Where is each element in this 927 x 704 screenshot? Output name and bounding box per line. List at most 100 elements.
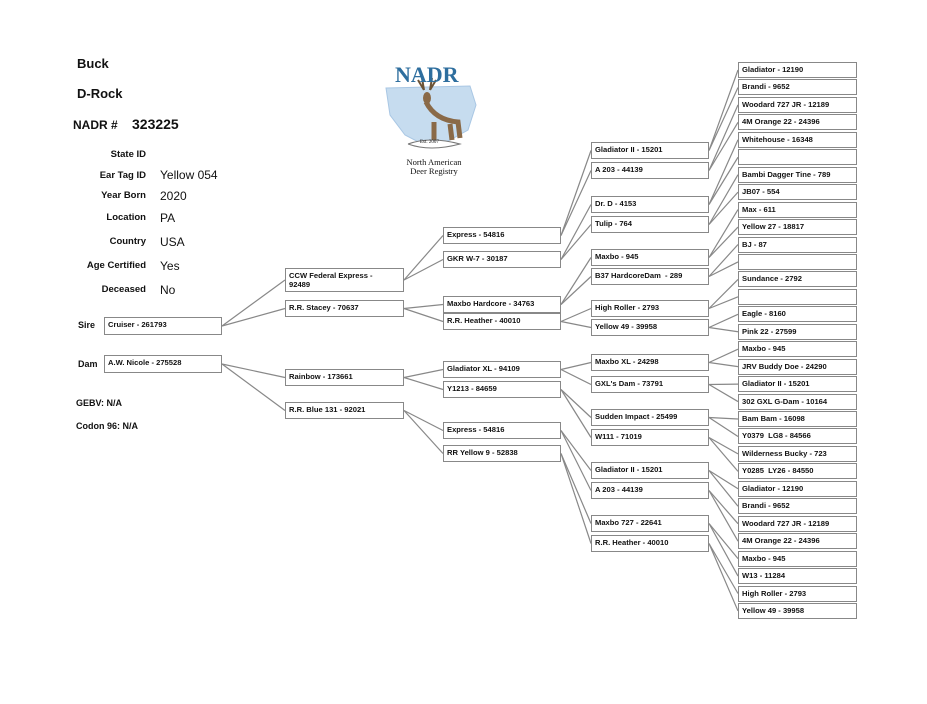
connector-line (560, 389, 592, 418)
connector-line (403, 307, 444, 323)
connector-line (221, 307, 286, 327)
gen2-ancestor-box: R.R. Blue 131 - 92021 (285, 402, 404, 419)
deceased-label: Deceased (101, 284, 146, 295)
gen5-ancestor-box: Bam Bam - 16098 (738, 411, 857, 427)
connector-line (560, 453, 592, 524)
gen5-ancestor-box: Bambi Dagger Tine - 789 (738, 166, 857, 183)
connector-line (708, 278, 739, 309)
gen5-ancestor-box: Brandi - 9652 (738, 79, 857, 96)
gen3-ancestor-box: Y1213 - 84659 (443, 381, 561, 398)
ear-tag-value: Yellow 054 (160, 168, 218, 182)
connector-line (708, 313, 739, 329)
connector-line (560, 430, 592, 491)
gen5-ancestor-box (738, 288, 857, 305)
connector-line (708, 490, 739, 542)
gen4-ancestor-box: Sudden Impact - 25499 (591, 409, 709, 426)
gen5-ancestor-box: 302 GXL G-Dam - 10164 (738, 393, 857, 410)
gen4-ancestor-box: Dr. D - 4153 (591, 196, 709, 213)
connector-line (560, 320, 592, 329)
connector-line (403, 303, 444, 310)
gen5-ancestor-box: Wilderness Bucky - 723 (738, 445, 857, 462)
gen5-ancestor-box: Pink 22 - 27599 (738, 323, 857, 340)
gen4-ancestor-box: Maxbo - 945 (591, 249, 709, 266)
connector-line (708, 69, 739, 151)
gen5-ancestor-box: Brandi - 9652 (738, 498, 857, 515)
animal-type: Buck (77, 56, 109, 71)
gen5-ancestor-box: Woodard 727 JR - 12189 (738, 96, 857, 113)
gen2-ancestor-box: Rainbow - 173661 (285, 369, 404, 386)
gen3-ancestor-box: R.R. Heather - 40010 (443, 313, 561, 330)
connector-line (708, 244, 739, 277)
gen5-ancestor-box: Yellow 49 - 39958 (738, 602, 857, 619)
gen3-ancestor-box: Gladiator XL - 94109 (443, 361, 561, 378)
connector-line (403, 258, 444, 281)
gen3-ancestor-box: GKR W-7 - 30187 (443, 251, 561, 268)
connector-line (708, 296, 739, 310)
connector-line (560, 453, 592, 544)
gen5-ancestor-box: Eagle - 8160 (738, 306, 857, 323)
connector-line (708, 156, 739, 205)
connector-line (708, 139, 739, 205)
connector-line (560, 430, 592, 471)
connector-line (708, 523, 739, 559)
connector-line (708, 523, 739, 577)
gen5-ancestor-box: Max - 611 (738, 201, 857, 218)
connector-line (560, 204, 592, 260)
sire-label: Sire (78, 320, 96, 330)
state-id-label: State ID (110, 149, 146, 160)
connector-line (560, 368, 592, 386)
year-born-label: Year Born (101, 190, 146, 201)
connector-line (403, 368, 444, 379)
gen3-ancestor-box: Express - 54816 (443, 227, 561, 244)
gen2-ancestor-box: CCW Federal Express - 92489 (285, 268, 404, 292)
connector-line (708, 326, 739, 333)
connector-line (221, 363, 286, 379)
gen5-ancestor-box: Gladiator - 12190 (738, 480, 857, 497)
gen5-ancestor-box: Y0285 LY26 - 84550 (738, 463, 857, 480)
year-born-value: 2020 (160, 189, 187, 203)
connector-line (560, 276, 592, 305)
location-label: Location (106, 212, 146, 223)
gen4-ancestor-box: R.R. Heather - 40010 (591, 535, 709, 552)
country-label: Country (109, 236, 146, 247)
gen4-ancestor-box: Maxbo 727 - 22641 (591, 515, 709, 532)
gen5-ancestor-box: Y0379 LG8 - 84566 (738, 428, 857, 445)
connector-line (708, 436, 739, 455)
location-value: PA (160, 211, 176, 225)
gen4-ancestor-box: GXL's Dam - 73791 (591, 376, 709, 393)
connector-line (708, 261, 739, 278)
ear-tag-label: Ear Tag ID (99, 170, 146, 181)
gen5-ancestor-box: 4M Orange 22 - 24396 (738, 114, 857, 131)
gen5-ancestor-box: Woodard 727 JR - 12189 (738, 515, 857, 532)
gen5-ancestor-box: JB07 - 554 (738, 184, 857, 201)
connector-line (708, 209, 739, 258)
gen4-ancestor-box: B37 HardcoreDam - 289 (591, 268, 709, 285)
dam-label: Dam (78, 359, 98, 369)
gen4-ancestor-box: Gladiator II - 15201 (591, 142, 709, 159)
gen4-ancestor-box: Gladiator II - 15201 (591, 462, 709, 479)
connector-line (708, 191, 739, 225)
connector-line (708, 122, 739, 171)
gen3-ancestor-box: Express - 54816 (443, 422, 561, 439)
nadr-label: NADR # (73, 118, 118, 132)
connector-line (560, 361, 592, 371)
connector-line (221, 363, 286, 411)
gen5-ancestor-box: Gladiator - 12190 (738, 62, 857, 78)
connector-line (560, 307, 592, 323)
gebv: GEBV: N/A (76, 398, 123, 408)
connector-line (560, 150, 592, 236)
age-certified-label: Age Certified (86, 260, 146, 271)
connector-line (708, 348, 739, 364)
gen5-ancestor-box: JRV Buddy Doe - 24290 (738, 358, 857, 375)
connector-line (403, 410, 444, 454)
deceased-value: No (160, 283, 176, 297)
gen4-ancestor-box: Yellow 49 - 39958 (591, 319, 709, 336)
connector-line (560, 170, 592, 236)
connector-line (708, 543, 739, 612)
gen3-ancestor-box: RR Yellow 9 - 52838 (443, 445, 561, 462)
gen5-ancestor-box: 4M Orange 22 - 24396 (738, 533, 857, 550)
connector-line (708, 469, 739, 490)
